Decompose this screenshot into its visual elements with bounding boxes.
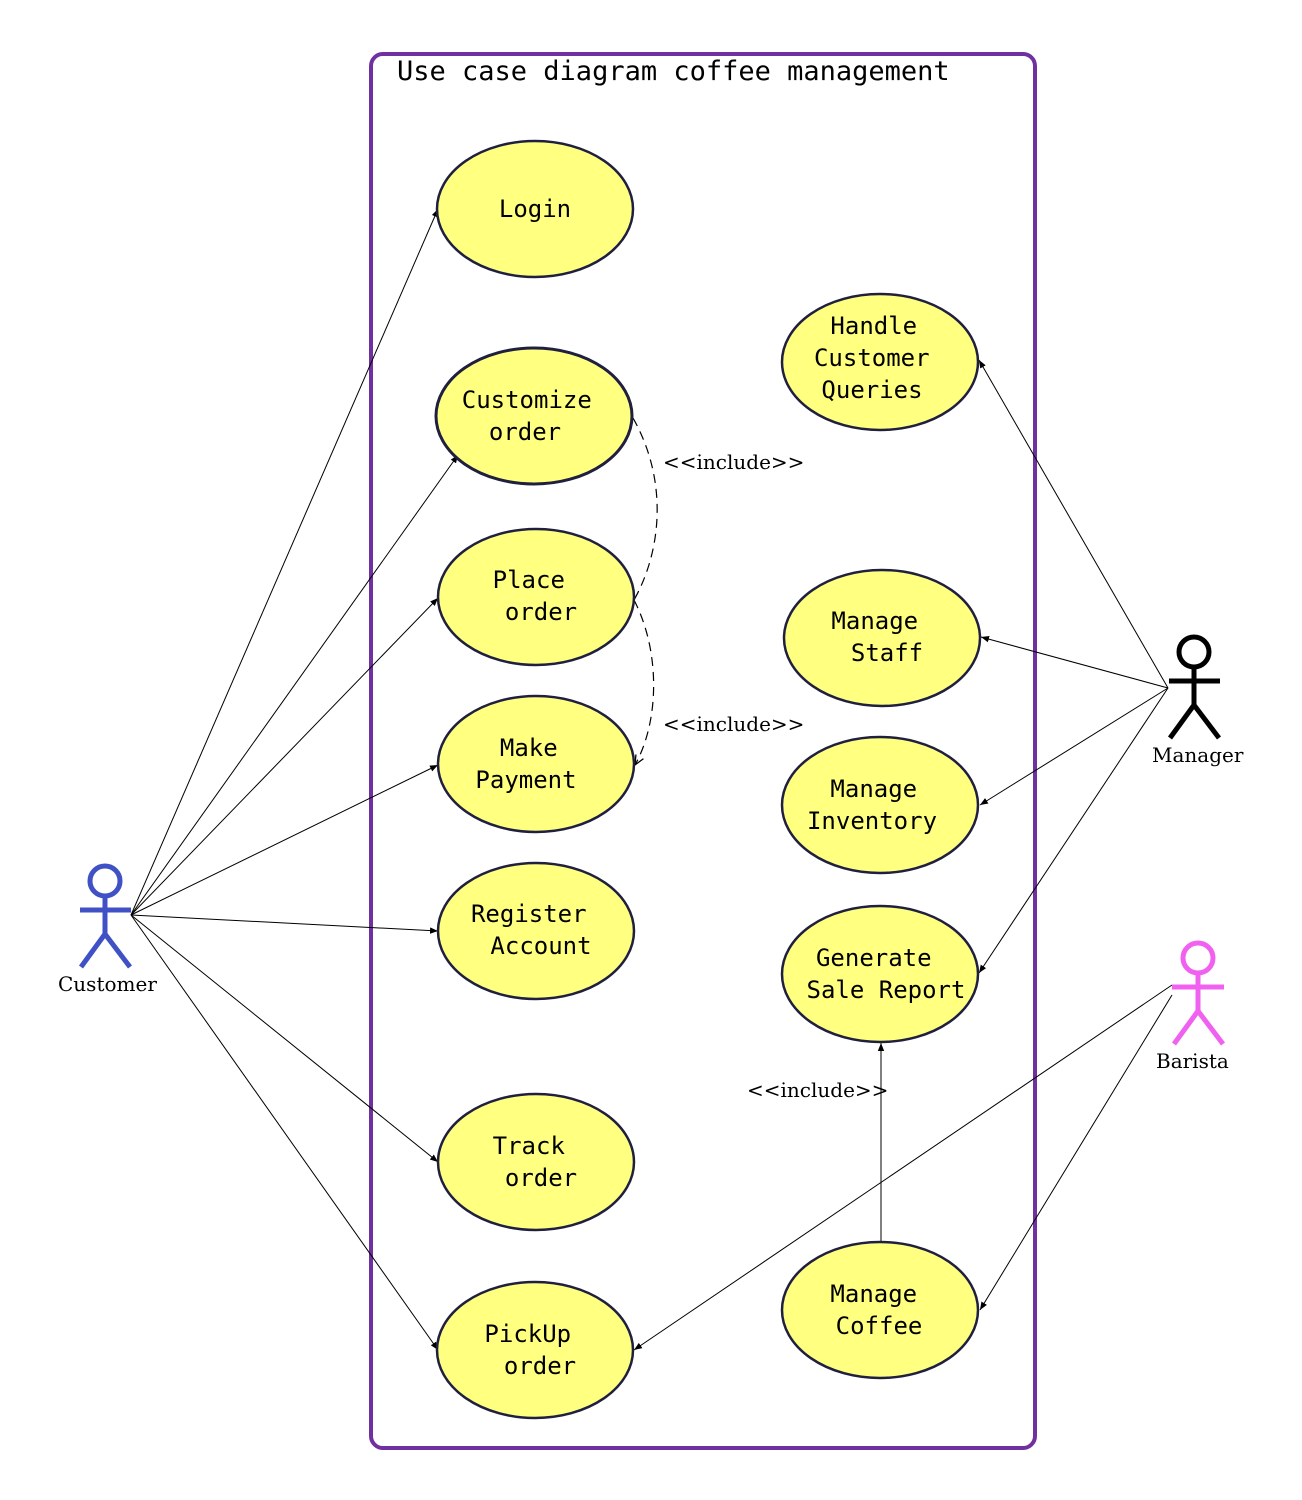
usecase-register-line-2: Account — [490, 932, 591, 960]
include-label-3: <<include>> — [747, 1078, 888, 1102]
usecase-queries-line-1: Handle — [830, 312, 917, 340]
barista-associations — [633, 984, 1173, 1351]
usecase-manage-inventory[interactable]: Manage Inventory — [780, 735, 980, 875]
svg-text:Make Payment: Make Payment — [475, 734, 576, 794]
usecase-staff-line-1: Manage — [831, 607, 918, 635]
usecase-register-account[interactable]: Register Account — [436, 861, 636, 1001]
usecase-generate-sale-report[interactable]: Generate Sale Report — [780, 904, 980, 1044]
usecase-queries-line-2: Customer — [814, 344, 930, 372]
usecase-coffee-line-1: Manage — [830, 1280, 917, 1308]
usecase-pickup-line-2: order — [504, 1352, 576, 1380]
assoc-customer-pickup — [130, 914, 439, 1351]
assoc-barista-coffee — [979, 994, 1173, 1311]
svg-text:Handle Customer Qu: Handle Customer Queries — [814, 312, 944, 404]
usecase-place-line-2: order — [505, 598, 577, 626]
usecase-coffee-line-2: Coffee — [836, 1312, 923, 1340]
include-place-payment — [633, 599, 655, 765]
include-label-2: <<include>> — [663, 712, 804, 736]
actor-barista-icon — [1180, 940, 1216, 976]
svg-text:Customize order: Customize order — [462, 386, 607, 446]
usecase-report-line-2: Sale Report — [807, 976, 966, 1004]
svg-text:Place order: Place order — [493, 566, 580, 626]
actor-customer-icon — [87, 863, 123, 899]
system-boundary — [369, 52, 1037, 1450]
assoc-customer-customize — [130, 454, 459, 916]
usecase-manage-staff[interactable]: Manage Staff — [782, 568, 982, 708]
actor-barista-label: Barista — [1156, 1049, 1229, 1073]
usecase-staff-line-2: Staff — [851, 639, 923, 667]
usecase-login-line-1: Login — [499, 195, 571, 223]
assoc-manager-report — [978, 687, 1169, 974]
actor-manager-label: Manager — [1152, 743, 1244, 767]
include-label-1: <<include>> — [663, 450, 804, 474]
usecase-register-line-1: Register — [471, 900, 587, 928]
usecase-inventory-line-2: Inventory — [807, 807, 937, 835]
usecase-pickup-line-1: PickUp — [484, 1320, 571, 1348]
svg-text:Register Account: Register Account — [471, 900, 601, 960]
svg-text:Manage Coffee: Manage Coffee — [830, 1280, 931, 1340]
usecase-manage-coffee[interactable]: Manage Coffee — [780, 1240, 980, 1380]
diagram-title: Use case diagram coffee management — [397, 56, 950, 87]
assoc-manager-staff — [980, 636, 1169, 689]
usecase-make-payment[interactable]: Make Payment — [436, 694, 636, 834]
assoc-barista-pickup — [633, 984, 1173, 1351]
include-customize-place — [632, 417, 658, 601]
actor-manager-icon — [1176, 634, 1212, 670]
usecase-place-line-1: Place — [493, 566, 565, 594]
usecase-place-order[interactable]: Place order — [436, 527, 636, 667]
usecase-inventory-line-1: Manage — [830, 775, 917, 803]
assoc-customer-place — [130, 597, 439, 916]
usecase-payment-line-1: Make — [500, 734, 558, 762]
actor-customer[interactable] — [78, 863, 132, 969]
usecase-track-line-1: Track — [493, 1132, 566, 1160]
actor-barista[interactable] — [1171, 940, 1225, 1046]
usecase-track-order[interactable]: Track order — [436, 1092, 636, 1232]
usecase-pickup-order[interactable]: PickUp order — [435, 1280, 635, 1420]
usecase-customize-line-1: Customize — [462, 386, 592, 414]
svg-text:Manage Staff: Manage Staff — [831, 607, 932, 667]
customer-associations — [130, 208, 459, 1351]
usecase-report-line-1: Generate — [816, 944, 932, 972]
assoc-customer-login — [130, 208, 439, 916]
actor-manager[interactable] — [1167, 634, 1221, 740]
svg-text:PickUp order: PickUp order — [484, 1320, 585, 1380]
svg-text:Track order: Track order — [493, 1132, 580, 1192]
usecase-login[interactable]: Login — [435, 139, 635, 279]
usecase-handle-customer-queries[interactable]: Handle Customer Queries — [780, 292, 980, 432]
usecase-track-line-2: order — [505, 1164, 577, 1192]
svg-text:Login: Login — [499, 195, 571, 223]
usecase-payment-line-2: Payment — [475, 766, 576, 794]
actor-customer-label: Customer — [58, 972, 157, 996]
usecase-customize-line-2: order — [489, 418, 561, 446]
usecase-customize-order[interactable]: Customize order — [434, 346, 634, 486]
assoc-manager-queries — [978, 359, 1169, 689]
assoc-customer-register — [130, 914, 439, 934]
assoc-customer-payment — [130, 764, 439, 916]
svg-text:Manage Inventory: Manage Inventory — [807, 775, 937, 835]
manager-associations — [978, 359, 1169, 974]
assoc-customer-track — [130, 914, 439, 1163]
usecase-queries-line-3: Queries — [821, 376, 922, 404]
svg-text:Generate Sale Report: Generate Sale Report — [807, 944, 966, 1004]
assoc-manager-inventory — [979, 687, 1169, 806]
